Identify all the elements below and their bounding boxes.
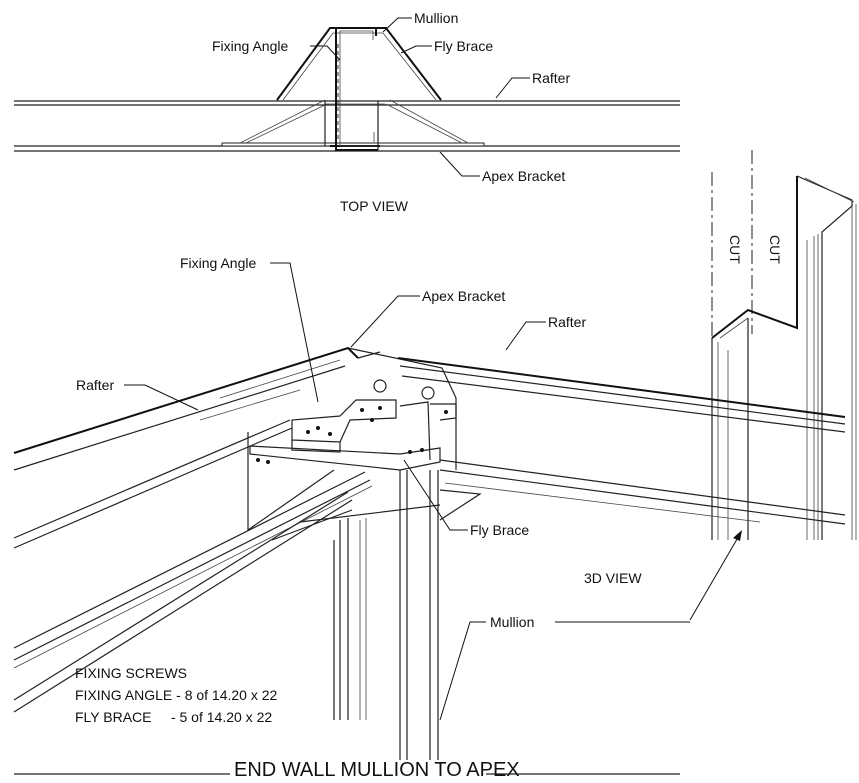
- drawing-title: END WALL MULLION TO APEX: [234, 759, 520, 781]
- top-view-label-mullion: Mullion: [414, 10, 458, 26]
- top-view-mullion: [324, 27, 379, 151]
- iso-label-rafter-left: Rafter: [76, 377, 114, 393]
- drawing-footer: END WALL MULLION TO APEX: [14, 759, 680, 781]
- notes-line-fixing-angle: FIXING ANGLE - 8 of 14.20 x 22: [75, 687, 278, 703]
- top-view: Mullion Fixing Angle Fly Brace Rafter Ap…: [14, 10, 680, 214]
- top-view-label-rafter: Rafter: [532, 70, 570, 86]
- three-d-view-title: 3D VIEW: [584, 570, 642, 586]
- top-view-leaders: [310, 17, 530, 177]
- iso-lower-brace: [13, 471, 482, 713]
- iso-label-fixing-angle: Fixing Angle: [180, 255, 256, 271]
- notes-line-fly-brace: FLY BRACE - 5 of 14.20 x 22: [75, 709, 272, 725]
- top-view-title: TOP VIEW: [340, 198, 409, 214]
- iso-label-apex-bracket: Apex Bracket: [422, 288, 505, 304]
- cut-label-right: CUT: [767, 235, 783, 264]
- top-view-label-fixing-angle: Fixing Angle: [212, 38, 288, 54]
- notes-heading: FIXING SCREWS: [75, 665, 187, 681]
- iso-mullion: [333, 470, 439, 760]
- cut-label-left: CUT: [727, 235, 743, 264]
- iso-label-rafter-right: Rafter: [548, 314, 586, 330]
- iso-fly-brace: [249, 401, 457, 471]
- iso-right-rafter: [397, 357, 846, 525]
- isometric-view: Fixing Angle Apex Bracket Rafter Rafter …: [13, 255, 846, 760]
- top-view-fly-brace: [239, 27, 469, 144]
- iso-apex-bracket: [247, 347, 457, 532]
- iso-label-fly-brace: Fly Brace: [470, 522, 529, 538]
- three-d-view: CUT CUT 3D VIEW: [584, 150, 857, 621]
- top-view-apex-bracket: [221, 142, 485, 147]
- iso-leaders: [124, 262, 690, 721]
- fixing-screws-notes: FIXING SCREWS FIXING ANGLE - 8 of 14.20 …: [75, 665, 278, 725]
- iso-fixing-angle: [291, 399, 397, 453]
- iso-label-mullion: Mullion: [490, 614, 534, 630]
- top-view-label-fly-brace: Fly Brace: [434, 38, 493, 54]
- top-view-label-apex-bracket: Apex Bracket: [482, 168, 565, 184]
